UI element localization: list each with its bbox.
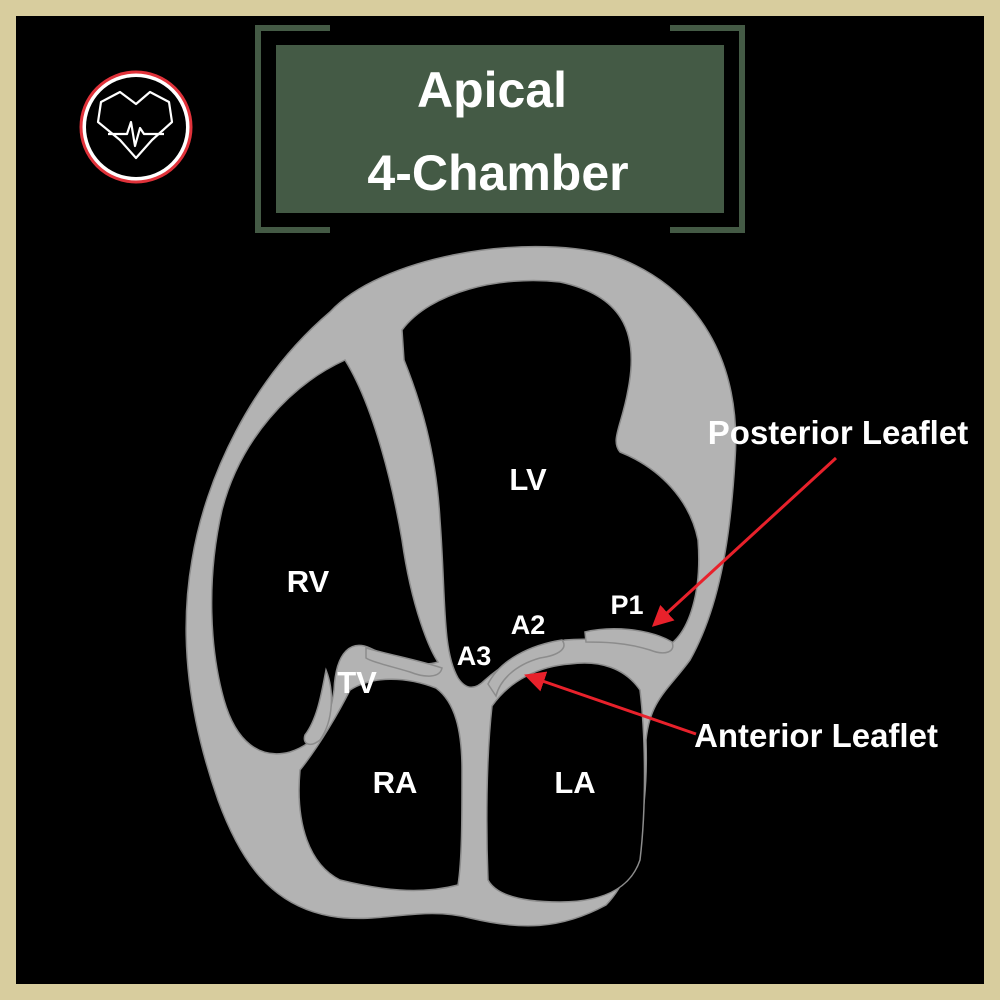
- tv-label: TV: [337, 665, 377, 700]
- ra-label: RA: [373, 765, 418, 800]
- lv-label: LV: [509, 462, 547, 497]
- la-cavity: [486, 662, 646, 903]
- valve-leaflets: [303, 628, 674, 746]
- title-bracket-left: [255, 25, 330, 233]
- p1-label: P1: [610, 590, 643, 620]
- anterior-leaflet-label: Anterior Leaflet: [694, 717, 938, 754]
- logo: [79, 70, 193, 184]
- posterior-leaflet-arrow: [651, 456, 838, 627]
- title-panel: [276, 45, 724, 213]
- title-line-2: 4-Chamber: [367, 145, 628, 201]
- posterior-mitral-leaflet: [584, 628, 674, 654]
- logo-disc: [86, 77, 186, 177]
- posterior-leaflet-label: Posterior Leaflet: [708, 414, 968, 451]
- title-bracket-right: [670, 25, 745, 233]
- chamber-cavities: [210, 279, 700, 903]
- anterior-mitral-leaflet: [487, 639, 565, 698]
- ra-cavity: [298, 678, 463, 892]
- title-line-1: Apical: [417, 62, 567, 118]
- tricuspid-anterior-leaflet: [303, 667, 333, 746]
- a3-label: A3: [457, 641, 492, 671]
- anterior-leaflet-arrow: [524, 671, 697, 736]
- heart-ecg-icon: [96, 90, 174, 160]
- a2-label: A2: [511, 610, 546, 640]
- tricuspid-septal-leaflet: [365, 647, 443, 677]
- la-label: LA: [554, 765, 595, 800]
- rv-label: RV: [287, 564, 330, 599]
- title-box: Apical 4-Chamber: [255, 25, 745, 233]
